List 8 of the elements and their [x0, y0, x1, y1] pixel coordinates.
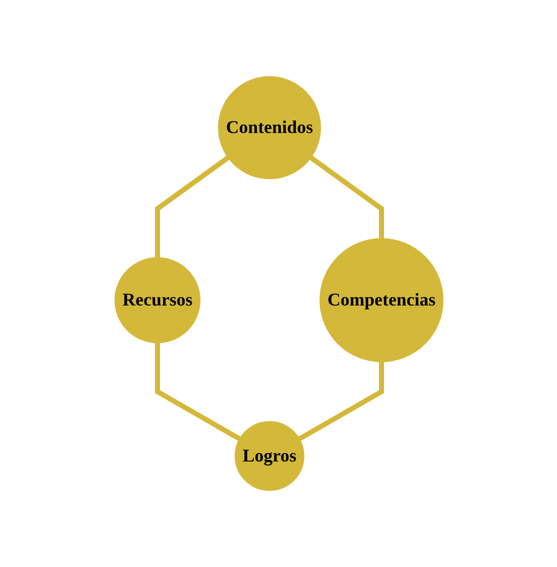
node-circle: Competencias: [319, 238, 443, 362]
connector: [308, 156, 384, 239]
node-circle: Recursos: [114, 257, 200, 344]
node-circle: Contenidos: [217, 76, 320, 180]
connector: [154, 156, 230, 258]
connector: [298, 362, 384, 442]
connector: [154, 342, 240, 442]
node-circle: Logros: [234, 421, 304, 491]
